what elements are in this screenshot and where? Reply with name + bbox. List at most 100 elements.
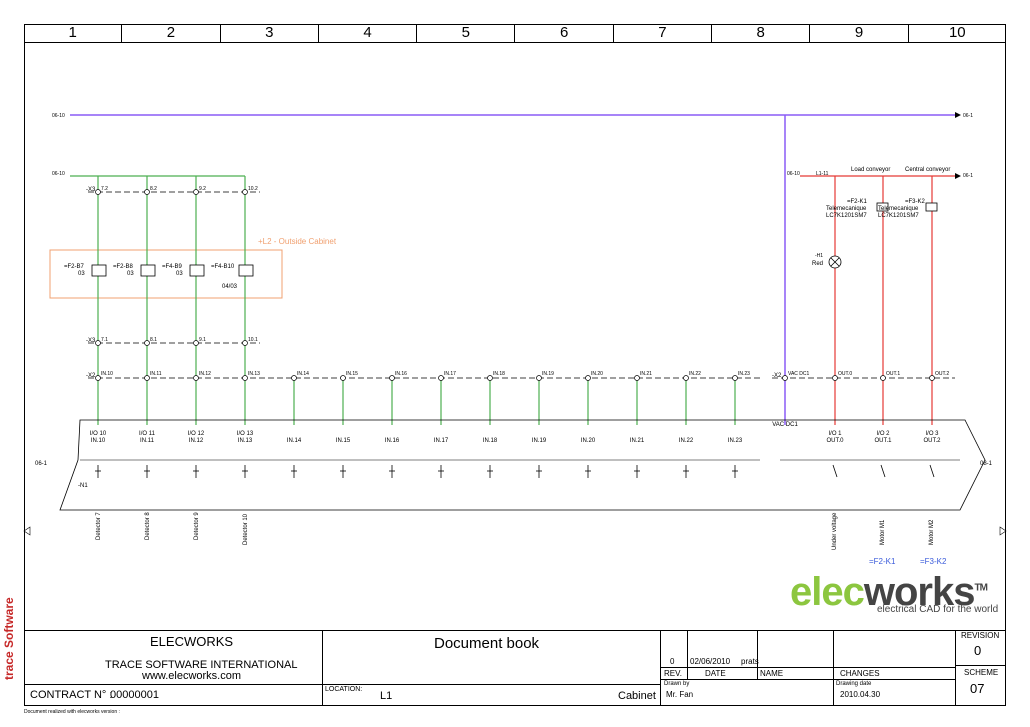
contactor-maker: Telemecanique [826,206,867,212]
ref-left-green: 06-10 [52,171,65,177]
io-input: IN.14 [287,438,302,444]
output-name: OUT.0 [826,438,844,444]
fuse-name: =F2-B8 [113,264,134,270]
contract-label: CONTRACT N° : [30,689,113,701]
ref-right-top: 06-1 [963,113,973,119]
location-label: LOCATION: [325,686,363,693]
revision-value: 0 [974,643,982,658]
input-terminal: IN.22 [689,371,701,377]
io-label: I/O 12 [188,431,205,437]
rev-name: prats [741,657,759,666]
io-input: IN.11 [140,438,155,444]
scheme-label: SCHEME [964,668,999,677]
detector-label: Detector 9 [194,512,200,540]
scheme-value: 07 [970,681,985,696]
input-terminal: IN.15 [346,371,358,377]
rev-value: 0 [670,657,675,666]
input-terminal: IN.21 [640,371,652,377]
io-input: IN.17 [434,438,449,444]
strip-x2-right: -X2 [772,373,782,379]
fuse-sub: 03 [127,271,134,277]
column-number: 9 [810,24,909,42]
contactor-ref: LC7K1201SM7 [878,213,919,219]
terminal-label: 10.1 [248,337,258,343]
output-io: I/O 3 [925,431,939,437]
drawing-date: 2010.04.30 [840,690,881,699]
output-ref: =F2-K1 [869,557,896,566]
ref-red-right: 06-1 [963,173,973,179]
input-terminal: IN.11 [150,371,162,377]
io-label: I/O 10 [90,431,107,437]
detector-label: Detector 7 [96,512,102,540]
input-terminal: IN.17 [444,371,456,377]
column-number: 2 [122,24,221,42]
ref-right-plc: 08-1 [980,461,993,467]
trace-software-logo: trace Software [2,597,16,680]
cabinet-value: Cabinet [618,690,656,702]
io-input: IN.22 [679,438,694,444]
input-terminal: IN.20 [591,371,603,377]
header-changes: CHANGES [840,669,880,678]
io-label: I/O 13 [237,431,254,437]
vac-label: VAC DC1 [772,422,798,428]
output-terminal: OUT.1 [886,371,900,377]
ref-red-left: 06-10 [787,171,800,177]
contract-number: 00000001 [110,689,159,701]
strip-x3-mid: -X3 [86,338,96,344]
logo-tagline: electrical CAD for the world [877,604,999,615]
rev-date: 02/06/2010 [690,657,731,666]
output-terminal: OUT.2 [935,371,949,377]
column-number: 7 [614,24,713,42]
strip-x2: -X2 [86,373,96,379]
output-ref: =F3-K2 [920,557,947,566]
header-name: NAME [760,669,784,678]
lamp-color: Red [812,261,823,267]
plc-name: -N1 [78,483,88,489]
contactor-name: =F3-K2 [905,199,926,205]
io-input: IN.21 [630,438,645,444]
column-number: 1 [24,24,123,42]
ref-left-top: 06-10 [52,113,65,119]
output-desc: Motor M2 [929,519,935,545]
terminal-label: 10.2 [248,186,258,192]
column-number: 3 [221,24,319,42]
column-number: 8 [712,24,811,42]
input-terminal: IN.23 [738,371,750,377]
contactor-name: =F2-K1 [847,199,868,205]
conveyor-label: Central conveyor [905,167,950,173]
io-input: IN.16 [385,438,400,444]
input-terminal: IN.16 [395,371,407,377]
lamp-name: -H1 [815,253,823,259]
input-terminal: IN.10 [101,371,113,377]
io-input: IN.23 [728,438,743,444]
contactor-maker: Telemecanique [878,206,919,212]
output-name: OUT.1 [874,438,892,444]
ref-red-l1: L1-11 [816,171,829,177]
header-date: DATE [705,669,726,678]
output-desc: Under voltage [832,512,838,550]
output-name: OUT.2 [923,438,941,444]
strip-x3-top: -X3 [86,187,96,193]
vac-terminal: VAC DC1 [788,371,810,377]
column-number: 5 [417,24,516,42]
io-input: IN.19 [532,438,547,444]
column-number: 4 [319,24,418,42]
io-input: IN.12 [189,438,204,444]
input-terminal: IN.19 [542,371,554,377]
column-ruler: 1 2 3 4 5 6 7 8 9 10 [24,24,1006,43]
output-io: I/O 2 [876,431,890,437]
fuse-name: =F4-B9 [162,264,183,270]
ref-left-plc: 06-1 [35,461,48,467]
fuse-name: =F4-B10 [211,264,235,270]
fuse-name: =F2-B7 [64,264,85,270]
io-input: IN.15 [336,438,351,444]
output-desc: Motor M1 [880,519,886,545]
fuse-sub: 03 [78,271,85,277]
column-number: 6 [515,24,614,42]
drawn-by-label: Drawn by [664,681,690,687]
detector-label: Detector 8 [145,512,151,540]
io-label: I/O 11 [139,431,156,437]
io-input: IN.13 [238,438,253,444]
drawing-date-label: Drawing date [836,681,872,687]
